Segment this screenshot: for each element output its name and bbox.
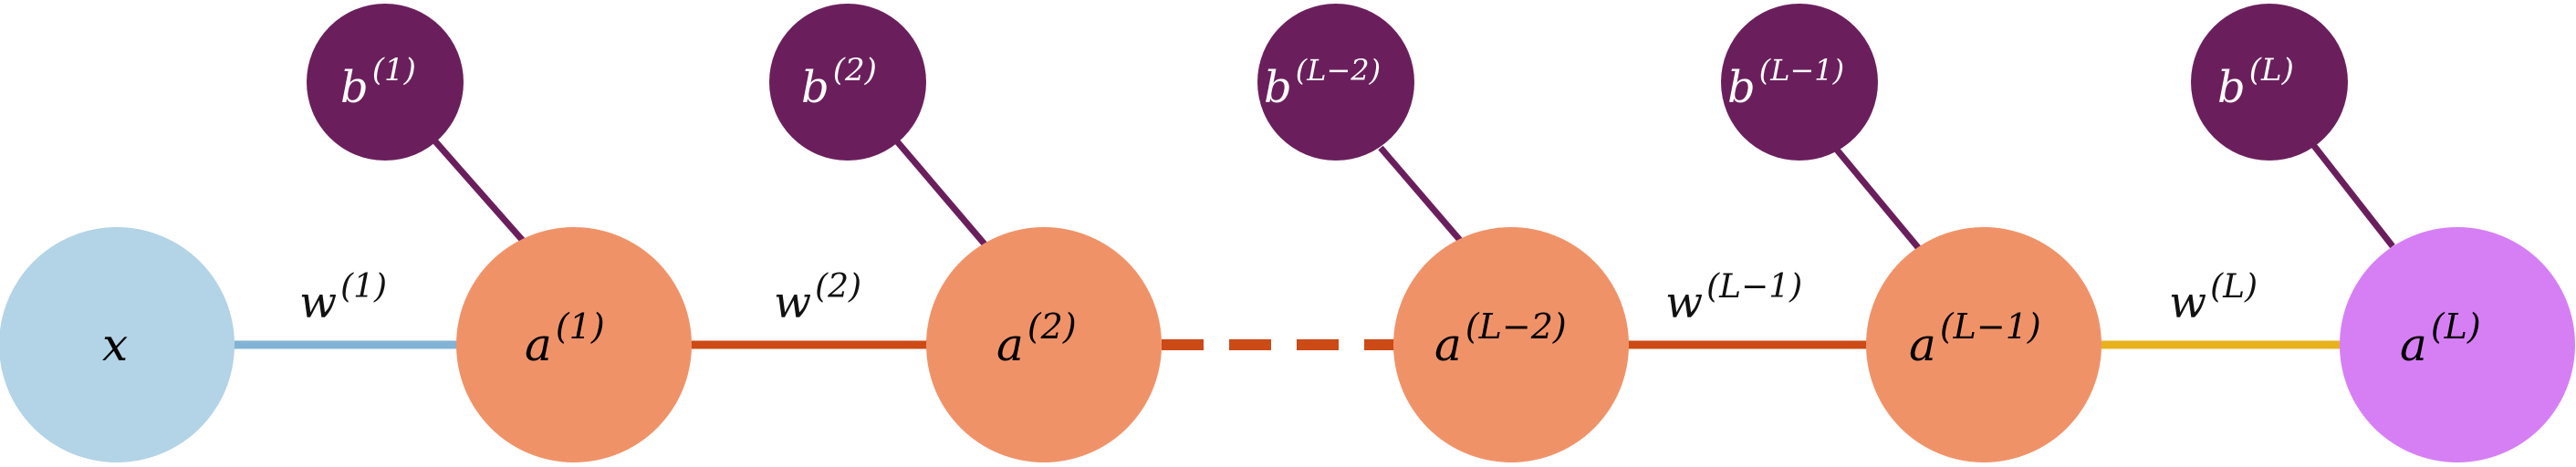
- hidden-node-aL-2: [1393, 227, 1629, 462]
- bias-node-2: [769, 4, 926, 161]
- label-x: x: [102, 318, 128, 371]
- label-bL-2: b(L−2): [1264, 53, 1381, 113]
- label-w2: w(2): [774, 268, 861, 328]
- bias-edge-L-1: [1833, 146, 1924, 254]
- bias-edge-L-2: [1378, 145, 1466, 247]
- bias-node-L-1: [1721, 4, 1878, 161]
- label-b1: b(1): [340, 52, 416, 113]
- label-wL-1: w(L−1): [1665, 268, 1802, 328]
- bias-edge-1: [433, 139, 527, 244]
- hidden-node-a2: [926, 227, 1162, 462]
- label-a1: a(1): [525, 306, 605, 371]
- label-aL-1: a(L−1): [1909, 306, 2041, 371]
- bias-edge-2: [894, 139, 989, 249]
- hidden-node-aL-1: [1866, 227, 2101, 462]
- bias-node-L: [2191, 4, 2348, 161]
- label-b2: b(2): [801, 52, 877, 113]
- output-node-aL: [2340, 227, 2575, 462]
- label-bL: b(L): [2217, 52, 2294, 113]
- hidden-node-a1: [456, 227, 692, 462]
- label-aL-2: a(L−2): [1434, 306, 1567, 371]
- label-wL: w(L): [2169, 268, 2258, 328]
- label-bL-1: b(L−1): [1727, 53, 1844, 113]
- bias-edge-L: [2311, 143, 2395, 249]
- label-aL: a(L): [2400, 306, 2481, 371]
- label-w1: w(1): [299, 268, 387, 328]
- input-node-x: [0, 227, 235, 462]
- bias-node-1: [307, 4, 464, 161]
- bias-node-L-2: [1257, 4, 1414, 161]
- label-a2: a(2): [996, 306, 1077, 371]
